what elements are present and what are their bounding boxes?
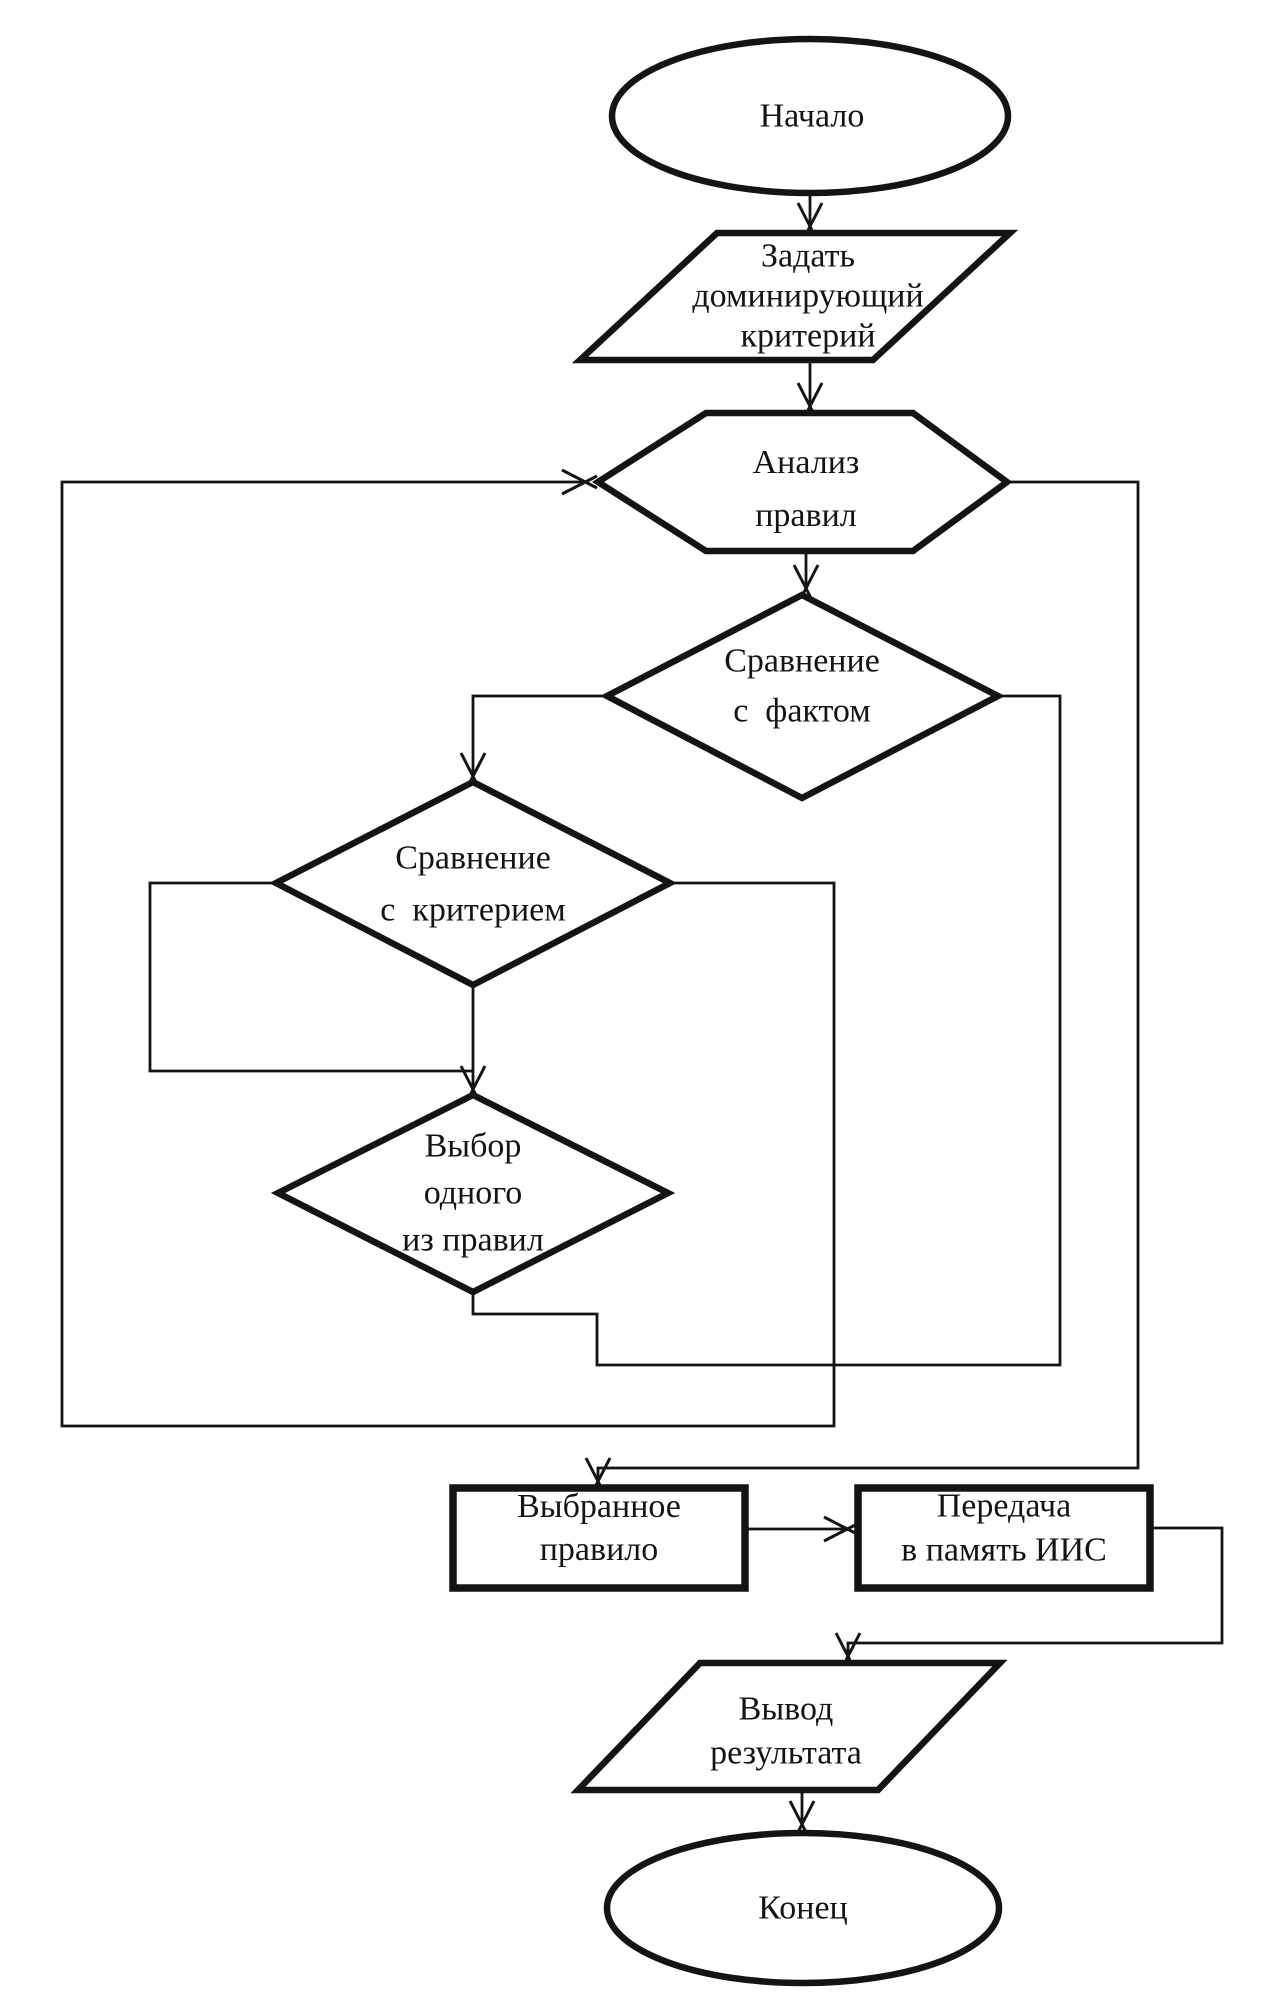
arrowhead-icon [561,468,598,490]
arrowhead-icon [561,474,598,496]
edge-criterion-left-loop [148,881,475,1092]
edge-choice-bottom-merge [471,694,1062,1367]
arrowhead-icon [823,1515,860,1537]
set-criterion-label: Задать [761,238,855,275]
choose-rule-label: Выбор [425,1128,522,1165]
compare-fact-node [599,591,1006,802]
selected-rule-label: Выбранное [517,1488,681,1525]
transfer-memory-label: в память ИИС [901,1532,1107,1569]
compare-criterion-label: с критерием [380,892,566,929]
set-criterion-label: доминирующий [692,278,923,315]
choose-rule-label: одного [424,1175,523,1212]
compare-criterion-node [268,778,678,989]
rule-analysis-node [591,409,1013,555]
transfer-memory-label: Передача [937,1488,1072,1525]
output-result-label: результата [710,1735,862,1772]
output-result-label: Вывод [739,1691,834,1728]
start-node [608,35,1012,197]
compare-fact-label: с фактом [733,693,871,730]
output-result-node [570,1659,1008,1794]
edge-fact-left-to-criterion [471,694,607,779]
transfer-memory-node [854,1484,1154,1592]
set-criterion-label: критерий [740,318,875,355]
compare-fact-label: Сравнение [724,643,880,680]
start-label: Начало [760,98,865,135]
set-criterion-node [571,229,1019,364]
rule-analysis-label: правил [755,497,857,534]
arrowhead-icon [823,1521,860,1543]
selected-rule-label: правило [540,1531,659,1568]
edge-criterion-right-return [60,480,836,1428]
edge-transfer-to-output [846,1526,1224,1659]
choose-rule-node [270,1091,676,1296]
choose-rule-label: из правил [402,1222,544,1259]
end-label: Конец [758,1890,847,1927]
arrowhead-icon [792,564,814,601]
compare-criterion-label: Сравнение [395,840,551,877]
rule-analysis-label: Анализ [753,444,860,481]
edge-analysis-right-to-selected [596,480,1140,1484]
selected-rule-node [449,1484,749,1592]
end-node [603,1829,1003,1987]
